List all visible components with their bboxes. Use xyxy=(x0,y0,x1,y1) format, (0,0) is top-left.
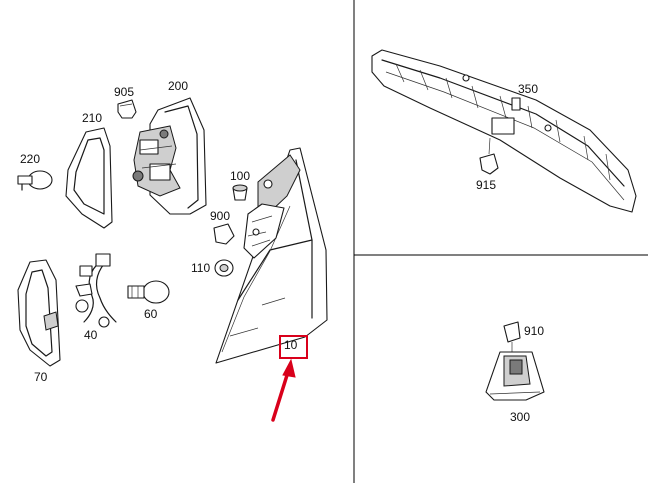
label-40: 40 xyxy=(84,328,98,342)
label-910: 910 xyxy=(524,324,544,338)
label-900: 900 xyxy=(210,209,230,223)
part-200-bulb-carrier[interactable] xyxy=(132,97,207,215)
label-60: 60 xyxy=(144,307,158,321)
part-60-bulb[interactable] xyxy=(127,280,170,304)
label-110: 110 xyxy=(191,261,210,275)
part-210-gasket[interactable] xyxy=(65,127,113,229)
part-100-grommet[interactable] xyxy=(232,184,248,201)
part-110-nut[interactable] xyxy=(214,259,234,277)
part-915-clip[interactable] xyxy=(479,137,499,175)
part-900-clip[interactable] xyxy=(213,223,235,245)
part-905-clip[interactable] xyxy=(117,99,137,119)
part-300-license-lamp[interactable] xyxy=(485,351,545,401)
part-10-tail-light[interactable] xyxy=(215,147,328,364)
label-210: 210 xyxy=(82,111,102,125)
highlight-arrow-shaft xyxy=(271,370,290,422)
part-220-bulb[interactable] xyxy=(17,170,53,191)
label-70: 70 xyxy=(34,370,48,384)
label-350: 350 xyxy=(518,82,538,96)
highlight-arrow-head xyxy=(282,358,296,378)
part-40-wiring-harness[interactable] xyxy=(75,253,117,328)
part-910-clip[interactable] xyxy=(503,321,521,352)
label-100: 100 xyxy=(230,169,250,183)
label-10: 10 xyxy=(284,338,298,352)
label-300: 300 xyxy=(510,410,530,424)
part-10-highlight-box xyxy=(279,335,308,359)
part-70-seal[interactable] xyxy=(17,259,61,367)
label-905: 905 xyxy=(114,85,134,99)
label-220: 220 xyxy=(20,152,40,166)
label-200: 200 xyxy=(168,79,188,93)
part-350-brake-light[interactable] xyxy=(371,49,637,213)
label-915: 915 xyxy=(476,178,496,192)
